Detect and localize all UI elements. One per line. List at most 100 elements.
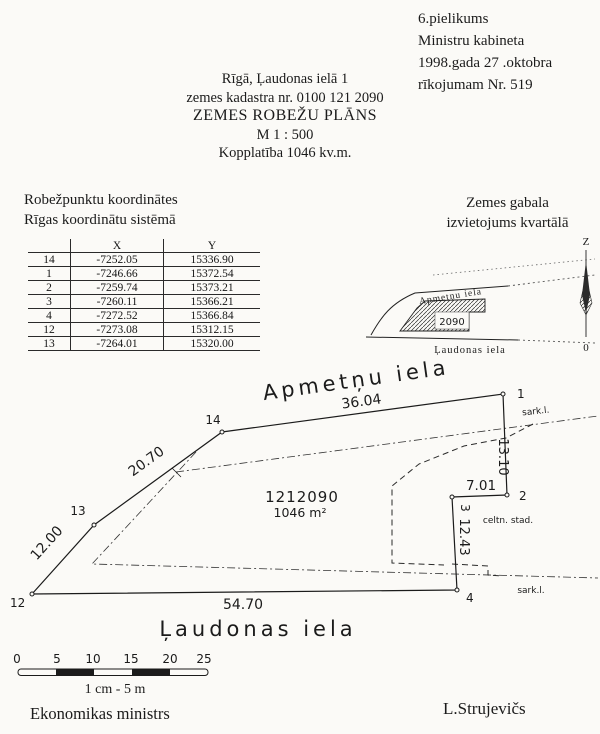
sketch-parcel-number: 2090 [439,317,464,328]
y-cell: 15336.90 [163,252,260,267]
signature-name: L.Strujevičs [443,699,526,718]
boundary-point-1 [500,391,506,397]
red-line-laudonas [91,451,599,579]
title-scale: M 1 : 500 [256,126,314,143]
scale-tick-15: 15 [123,652,138,666]
point-label-14: 14 [205,413,220,427]
y-cell: 15320.00 [163,336,260,351]
page-title: ZEMES ROBEŽU PLĀNS [192,107,378,124]
dim-3-2: 7.01 [466,478,496,494]
pt-cell: 12 [28,322,71,337]
title-block: Rīgā, Ļaudonas ielā 1 zemes kadastra nr.… [140,70,430,163]
dim-4-12: 54.70 [223,597,263,613]
signature-title: Ekonomikas ministrs [30,704,170,723]
y-cell: 15366.84 [163,308,260,323]
annex-block: 6.pielikums Ministru kabineta 1998.gada … [418,8,598,96]
table-row: 14 -7252.05 15336.90 [28,252,260,267]
y-cell: 15366.21 [163,294,260,309]
pt-cell: 4 [28,308,71,323]
north-label-0: 0 [583,342,589,354]
x-cell: -7246.66 [70,266,164,281]
scale-caption: 1 cm - 5 m [85,682,146,697]
scale-tick-25: 25 [196,652,211,666]
boundary-point-3 [449,494,455,500]
y-cell: 15312.15 [163,322,260,337]
pt-cell: 2 [28,280,71,295]
point-label-3: 3 [458,504,472,512]
table-row: 2 -7259.74 15373.21 [28,280,260,295]
point-label-12: 12 [10,596,25,610]
coords-heading-line-1: Robežpunktu koordinātes [24,192,178,208]
coords-table: X Y 14 -7252.05 15336.90 1 -7246.66 1537… [28,239,260,351]
location-heading-line-2: izvietojums kvartālā [446,215,569,231]
y-cell: 15373.21 [163,280,260,295]
sketch-parcel-box [434,311,470,330]
boundary-tick [171,467,182,478]
pt-cell: 13 [28,336,71,351]
scale-tick-5: 5 [53,652,61,666]
annex-line-4: rīkojumam Nr. 519 [418,77,533,93]
note-sark-bottom: sark.l. [517,586,544,596]
sketch-upper-dotted [432,258,596,276]
dim-12-13: 12.00 [28,523,67,564]
boundary-point-13 [91,522,97,528]
note-celtn-stad: celtn. stad. [483,516,533,526]
street-bottom-label: Ļaudonas iela [159,617,356,641]
sketch-street-bottom-label: Ļaudonas iela [434,345,506,356]
boundary-point-4 [454,587,460,593]
pt-cell: 1 [28,266,71,281]
sketch-bottom-street-line [365,336,519,341]
point-label-13: 13 [70,504,85,518]
dim-1-2: 13.10 [495,438,510,475]
table-row: 1 -7246.66 15372.54 [28,266,260,281]
table-row: 4 -7272.52 15366.84 [28,308,260,323]
scale-bar-frame [17,668,209,676]
red-line-apmetnu [175,415,599,473]
x-cell: -7259.74 [70,280,164,295]
dim-3-4: 12.43 [456,518,471,555]
y-cell: 15372.54 [163,266,260,281]
point-label-2: 2 [519,489,527,503]
scale-bar-black-2 [132,669,170,676]
annex-line-2: Ministru kabineta [418,33,525,49]
dim-14-1: 36.04 [341,391,383,412]
parcel-number: 1212090 [265,488,339,506]
note-sark-top: sark.l. [522,406,550,419]
location-sketch: 2090 Apmetņu iela Ļaudonas iela [365,258,596,356]
point-label-4: 4 [466,591,474,605]
coords-heading: Robežpunktu koordinātes Rīgas koordinātu… [24,190,178,230]
parcel-boundary [30,393,508,595]
pt-cell: 14 [28,252,71,267]
annex-line-1: 6.pielikums [418,11,489,27]
location-heading: Zemes gabala izvietojums kvartālā [420,193,595,233]
coords-header-y: Y [163,239,260,253]
title-area: Kopplatība 1046 kv.m. [218,145,352,161]
table-row: 12 -7273.08 15312.15 [28,322,260,337]
scale-bar: 0 5 10 15 20 25 1 cm - 5 m [13,652,211,697]
boundary-plan: Apmetņu iela Ļaudonas iela 36.04 20.70 1… [10,360,599,641]
boundary-point-14 [219,429,225,435]
boundary-point-2 [504,492,510,498]
table-row: 3 -7260.11 15366.21 [28,294,260,309]
building-dashed-outline [391,423,534,577]
scale-bar-black-1 [56,669,94,676]
coords-header-row: X Y [28,239,260,253]
x-cell: -7264.01 [70,336,164,351]
sketch-street-curve [370,285,509,336]
coords-header-empty [28,239,71,253]
scale-tick-20: 20 [162,652,177,666]
north-arrow-body [579,276,593,316]
dim-13-14: 20.70 [126,444,168,481]
north-arrow-icon: Z 0 [579,236,593,354]
x-cell: -7260.11 [70,294,164,309]
location-heading-line-1: Zemes gabala [466,195,549,211]
scale-tick-10: 10 [85,652,100,666]
x-cell: -7272.52 [70,308,164,323]
parcel-area: 1046 m² [274,505,327,520]
title-cadastre: zemes kadastra nr. 0100 121 2090 [186,89,384,106]
table-row: 13 -7264.01 15320.00 [28,336,260,351]
north-label-z: Z [583,236,590,248]
x-cell: -7273.08 [70,322,164,337]
boundary-point-12 [29,591,35,597]
